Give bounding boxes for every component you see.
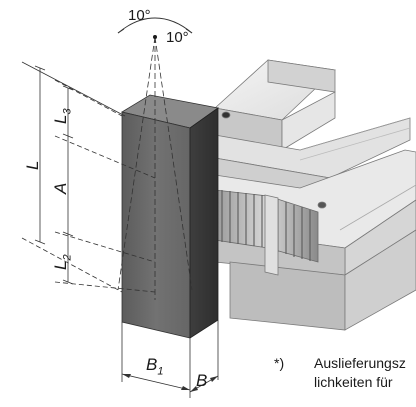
block-front-face [121, 111, 191, 339]
dimension-L3-label: L3 [51, 108, 74, 124]
bellows-cover [214, 189, 319, 276]
dim-L-text: L [23, 160, 42, 170]
angle-lines [117, 36, 193, 300]
dim-L2-text: L [51, 260, 70, 270]
dimension-L-label: L [23, 160, 42, 170]
dimension-A-label: A [51, 182, 70, 194]
pivot-point [153, 35, 157, 39]
dim-B1-sub: 1 [157, 365, 164, 378]
angle-arcs [117, 17, 193, 34]
footnote-line-1: Auslieferungsz [314, 355, 406, 371]
dim-L2-sub: 2 [61, 254, 74, 261]
jaw-block [120, 94, 219, 339]
dim-B1-text: B [146, 355, 158, 374]
dimension-L2-label: L2 [51, 254, 74, 270]
lower-base-right [344, 229, 416, 331]
footnote-marker: *) [274, 355, 285, 371]
dimension-arrows [122, 374, 218, 392]
dim-B-text: B [196, 371, 208, 390]
machine-body [214, 59, 416, 331]
dim-L3-text: L [51, 114, 70, 124]
rail-slope-face [281, 91, 336, 151]
guide-hole-lower [317, 201, 327, 209]
dim-A-text: A [51, 182, 70, 194]
angle-left-label: 10° [128, 7, 151, 24]
block-side-face [189, 107, 219, 339]
footnote-line-2: lichkeiten für [314, 374, 393, 390]
angle-right-label: 10° [166, 29, 189, 46]
dim-L3-sub: 3 [61, 108, 74, 115]
dimension-B1-label: B1 [146, 356, 163, 377]
guide-hole-upper [221, 111, 231, 119]
dimension-B-label: B [196, 372, 207, 389]
